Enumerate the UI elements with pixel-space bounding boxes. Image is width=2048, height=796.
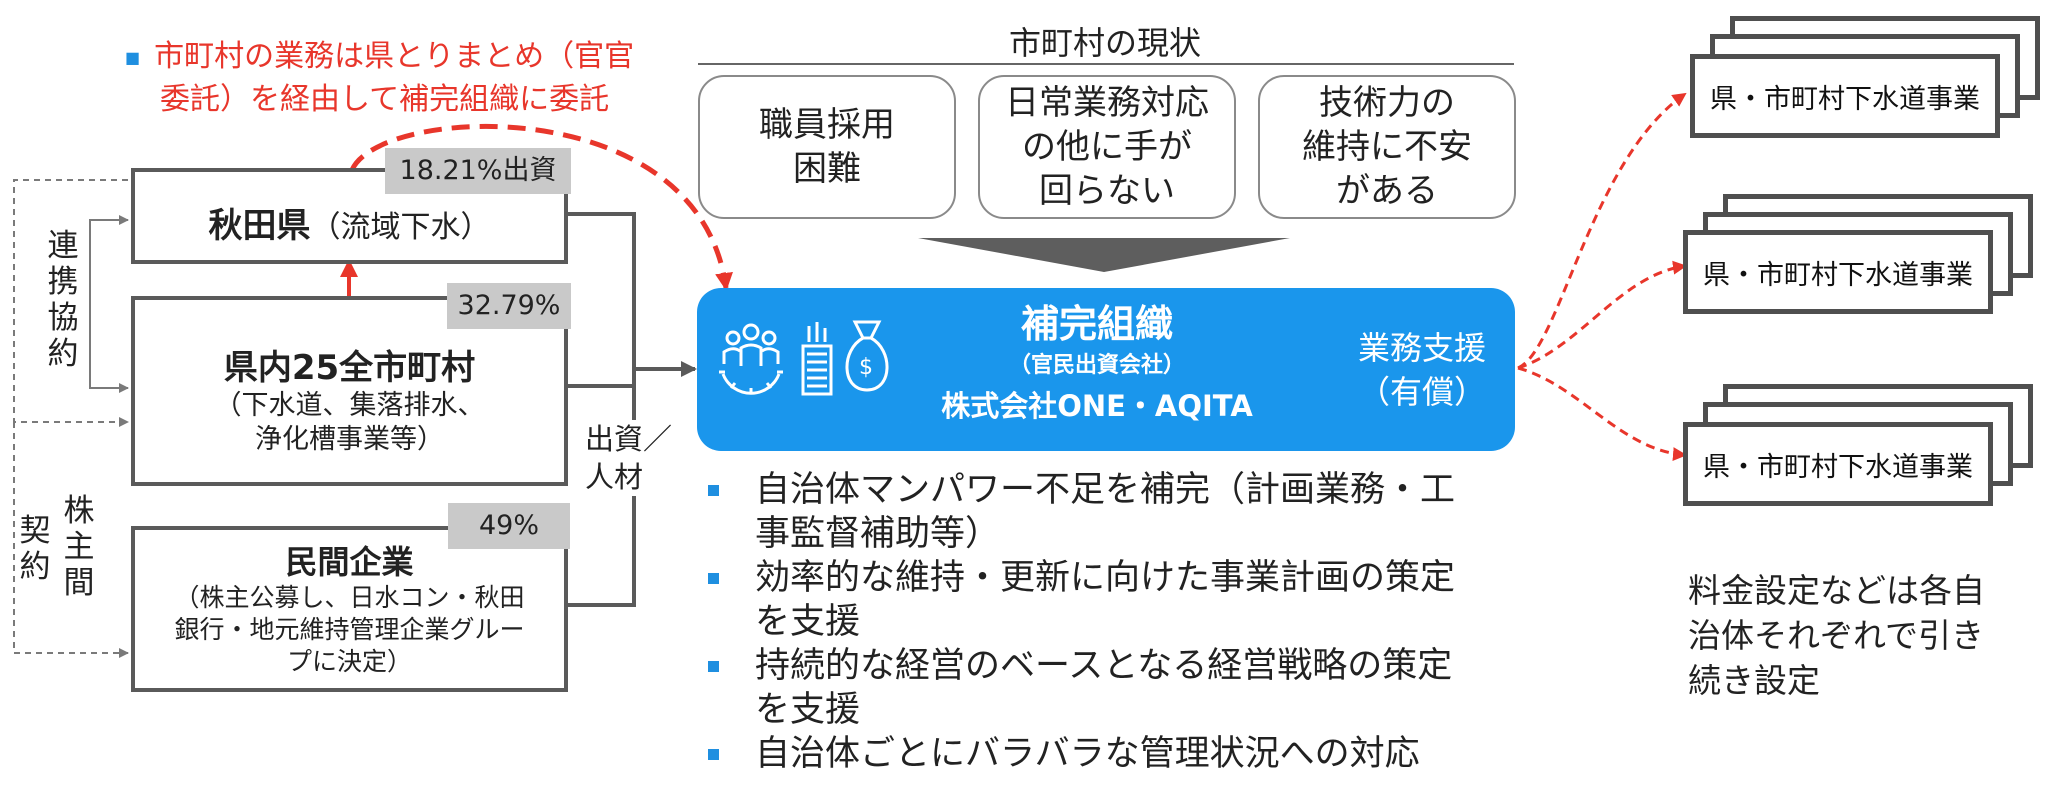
issue-card-3: 技術力の維持に不安がある xyxy=(1258,75,1516,219)
project-label: 県・市町村下水道事業 xyxy=(1683,230,1993,314)
people-gear-icon xyxy=(719,323,783,395)
renkei-label: 連携協約 xyxy=(47,228,79,372)
pref-sub: （流域下水） xyxy=(310,210,491,245)
inner-bracket xyxy=(89,215,129,393)
private-name: 民間企業 xyxy=(285,543,414,581)
investment-label: 出資／人材 xyxy=(585,420,673,496)
project-label: 県・市町村下水道事業 xyxy=(1683,422,1993,506)
hub-company: 株式会社ONE・AQITA xyxy=(941,389,1253,423)
hub-title: 補完組織 xyxy=(1020,302,1173,346)
project-label: 県・市町村下水道事業 xyxy=(1690,54,2000,138)
private-sub1: （株主公募し、日水コン・秋田 xyxy=(174,583,525,612)
support-organization-hub: $ 補完組織 （官民出資会社） 株式会社ONE・AQITA 業務支援 （有償） xyxy=(697,288,1515,451)
money-bag-icon: $ xyxy=(845,320,889,392)
kabunushi-label: 株主間 xyxy=(63,493,95,601)
list-item: 効率的な維持・更新に向けた事業計画の策定を支援 xyxy=(700,556,1530,644)
list-item: 自治体ごとにバラバラな管理状況への対応 xyxy=(700,732,1530,776)
pref-share-badge: 18.21%出資 xyxy=(385,148,571,194)
hub-subtitle: （官民出資会社） xyxy=(1008,353,1185,378)
municipalities-sub2: 浄化槽事業等） xyxy=(255,424,444,455)
feature-list: 自治体マンパワー不足を補完（計画業務・工事監督補助等） 効率的な維持・更新に向け… xyxy=(700,468,1530,776)
municipalities-sub1: （下水道、集落排水、 xyxy=(214,390,485,421)
project-stack-3: 県・市町村下水道事業 xyxy=(1683,384,2033,506)
list-item: 自治体マンパワー不足を補完（計画業務・工事監督補助等） xyxy=(700,468,1530,556)
down-arrow-shape xyxy=(918,238,1290,272)
hub-paid-label: （有償） xyxy=(1357,373,1486,411)
keiyaku-label: 契約 xyxy=(19,513,51,585)
pref-name: 秋田県 xyxy=(208,206,311,246)
list-item: 持続的な経営のベースとなる経営戦略の策定を支援 xyxy=(700,644,1530,732)
municipalities-name: 県内25全市町村 xyxy=(223,348,476,388)
issue-card-2: 日常業務対応の他に手が回らない xyxy=(978,75,1236,219)
private-sub3: プに決定） xyxy=(286,647,412,676)
svg-text:$: $ xyxy=(859,355,873,380)
delegation-note: ■ 市町村の業務は県とりまとめ（官官 委託）を経由して補完組織に委託 xyxy=(125,36,634,121)
municipalities-share-badge: 32.79% xyxy=(447,283,571,329)
fee-setting-note: 料金設定などは各自治体それぞれで引き続き設定 xyxy=(1688,571,1985,700)
renkei-bracket xyxy=(13,179,129,658)
bullet-icon: ■ xyxy=(125,47,141,67)
status-title: 市町村の現状 xyxy=(1008,24,1201,62)
note-line-2: 委託）を経由して補完組織に委託 xyxy=(160,81,610,117)
hub-support-label: 業務支援 xyxy=(1357,329,1486,367)
private-share-badge: 49% xyxy=(448,503,570,549)
merge-lines xyxy=(566,212,697,607)
project-stack-1: 県・市町村下水道事業 xyxy=(1690,16,2040,138)
delegation-arrow xyxy=(349,123,733,291)
support-arrows xyxy=(1517,92,1687,462)
note-line-1: 市町村の業務は県とりまとめ（官官 xyxy=(154,39,635,74)
project-stack-2: 県・市町村下水道事業 xyxy=(1683,194,2033,314)
building-icon xyxy=(801,322,833,396)
private-box: 民間企業 （株主公募し、日水コン・秋田 銀行・地元維持管理企業グルー プに決定） xyxy=(131,526,568,692)
private-sub2: 銀行・地元維持管理企業グルー xyxy=(174,615,525,644)
issue-card-1: 職員採用困難 xyxy=(698,75,956,219)
